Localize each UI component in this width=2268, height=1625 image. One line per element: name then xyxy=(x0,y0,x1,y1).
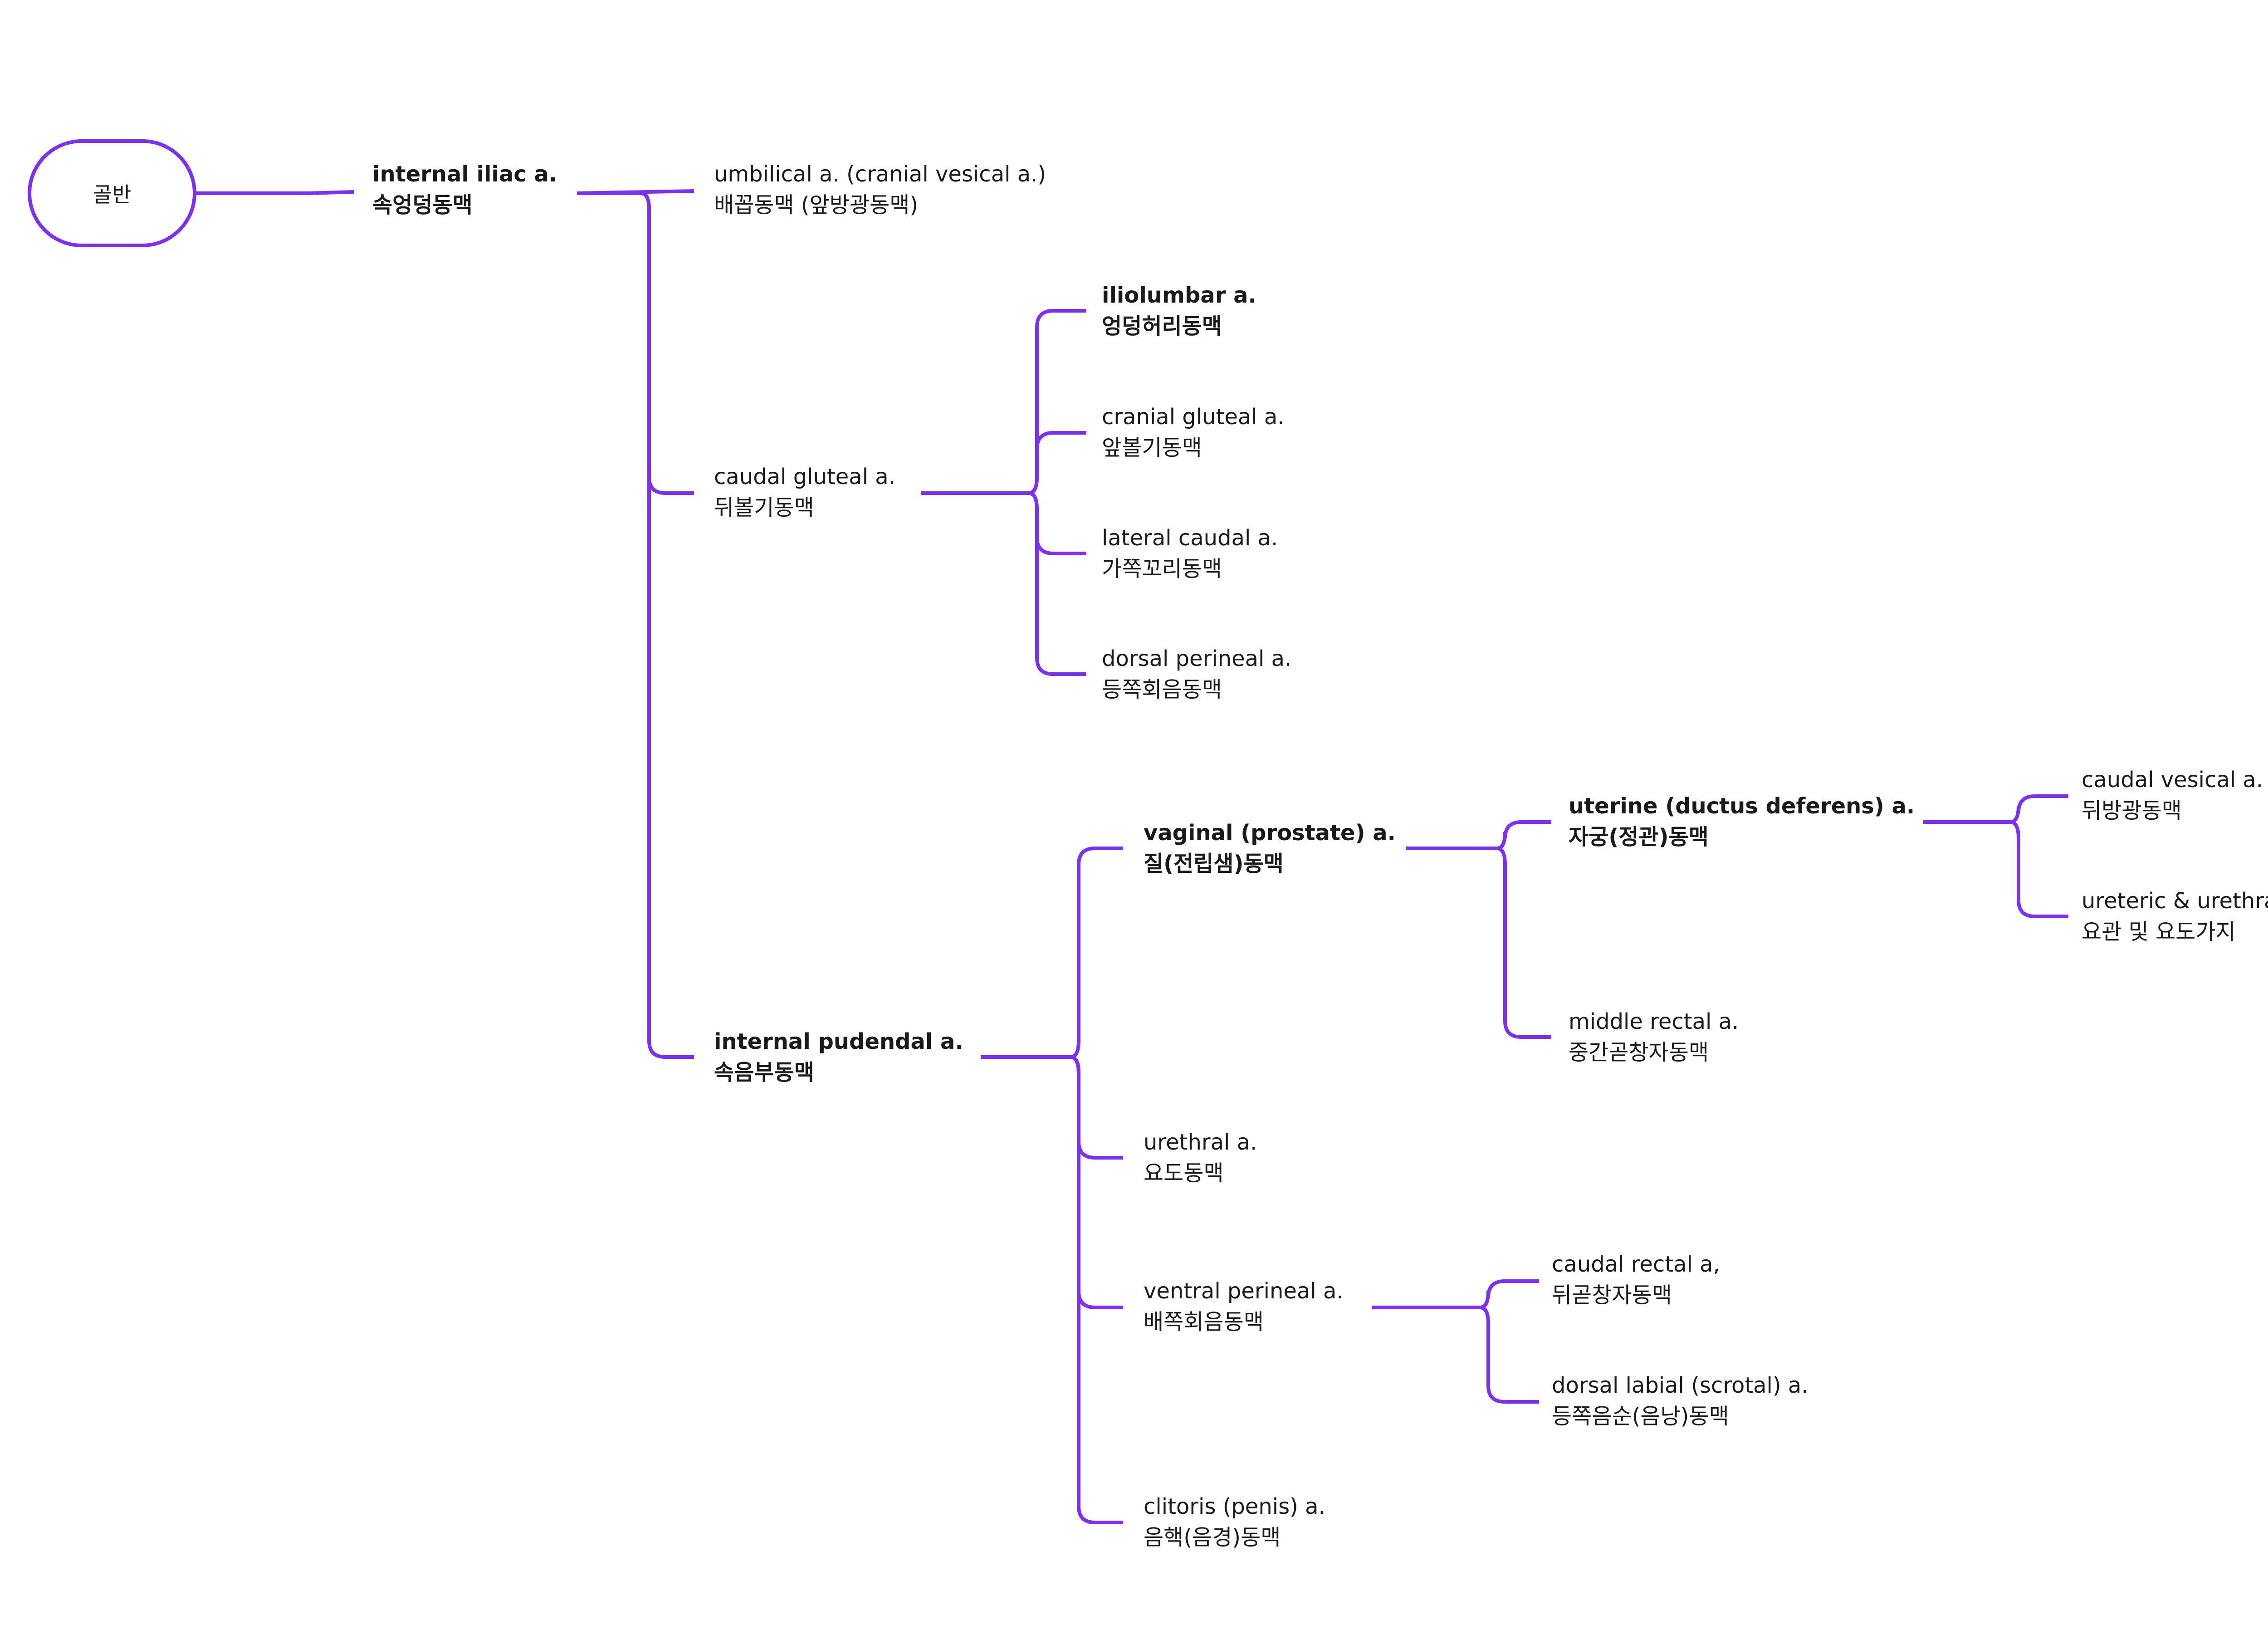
node-caudal-vesical[interactable]: caudal vesical a. 뒤방광동맥 xyxy=(2082,764,2263,826)
node-label-en: uterine (ductus deferens) a. xyxy=(1569,793,1915,819)
connector-caudal-gluteal-to-dorsal-perineal xyxy=(921,491,1086,676)
node-label-en: internal iliac a. xyxy=(372,162,557,187)
node-label-en: cranial gluteal a. xyxy=(1102,404,1285,430)
node-label-en: umbilical a. (cranial vesical a.) xyxy=(714,162,1046,187)
node-dorsal-labial[interactable]: dorsal labial (scrotal) a. 등쪽음순(음낭)동맥 xyxy=(1552,1370,1809,1432)
connector-internal-pudendal-to-vaginal xyxy=(981,847,1123,1059)
node-label-en: ventral perineal a. xyxy=(1144,1278,1344,1304)
node-label-en: vaginal (prostate) a. xyxy=(1144,820,1396,846)
node-ventral-perineal[interactable]: ventral perineal a. 배쪽회음동맥 xyxy=(1144,1276,1344,1337)
node-label-ko: 뒤곧창자동맥 xyxy=(1552,1282,1672,1308)
node-label-ko: 요도동맥 xyxy=(1144,1160,1224,1186)
connector-vaginal-to-middle-rectal xyxy=(1406,847,1551,1039)
connector-caudal-gluteal-to-lateral-caudal xyxy=(921,491,1086,555)
node-caudal-gluteal[interactable]: caudal gluteal a. 뒤볼기동맥 xyxy=(714,461,895,523)
root-label: 골반 xyxy=(93,182,132,207)
node-internal-pudendal[interactable]: internal pudendal a. 속음부동맥 xyxy=(714,1026,963,1088)
node-label-en: caudal vesical a. xyxy=(2082,767,2263,793)
node-uterine[interactable]: uterine (ductus deferens) a. 자궁(정관)동맥 xyxy=(1569,791,1915,852)
node-label-ko: 속엉덩동맥 xyxy=(372,192,473,218)
node-vaginal[interactable]: vaginal (prostate) a. 질(전립샘)동맥 xyxy=(1144,817,1396,879)
node-label-en: middle rectal a. xyxy=(1569,1009,1739,1034)
node-caudal-rectal[interactable]: caudal rectal a, 뒤곧창자동맥 xyxy=(1552,1249,1720,1311)
connector-caudal-gluteal-to-cranial-gluteal xyxy=(921,431,1086,495)
node-label-ko: 배꼽동맥 (앞방광동맥) xyxy=(714,192,919,218)
node-cranial-gluteal[interactable]: cranial gluteal a. 앞볼기동맥 xyxy=(1102,401,1285,463)
node-ureteric-urethral[interactable]: ureteric & urethral br. 요관 및 요도가지 xyxy=(2082,886,2268,947)
connector-internal-pudendal-to-ventral-perineal xyxy=(981,1055,1123,1309)
node-iliolumbar[interactable]: iliolumbar a. 엉덩허리동맥 xyxy=(1102,280,1256,342)
node-label-en: iliolumbar a. xyxy=(1102,283,1256,308)
node-label-ko: 가쪽꼬리동맥 xyxy=(1102,556,1222,582)
node-dorsal-perineal[interactable]: dorsal perineal a. 등쪽회음동맥 xyxy=(1102,643,1291,705)
node-middle-rectal[interactable]: middle rectal a. 중간곧창자동맥 xyxy=(1569,1006,1739,1068)
node-label-ko: 질(전립샘)동맥 xyxy=(1144,851,1284,876)
connector-uterine-to-caudal-vesical xyxy=(1923,794,2068,824)
node-lateral-caudal[interactable]: lateral caudal a. 가쪽꼬리동맥 xyxy=(1102,523,1278,584)
node-label-ko: 엉덩허리동맥 xyxy=(1102,313,1222,339)
connector-ventral-perineal-to-dorsal-labial xyxy=(1372,1306,1539,1404)
node-label-ko: 배쪽회음동맥 xyxy=(1144,1309,1264,1335)
node-label-en: caudal rectal a, xyxy=(1552,1252,1720,1277)
node-label-ko: 중간곧창자동맥 xyxy=(1569,1040,1709,1065)
node-label-en: dorsal labial (scrotal) a. xyxy=(1552,1373,1809,1398)
node-label-en: caudal gluteal a. xyxy=(714,464,895,489)
node-label-ko: 자궁(정관)동맥 xyxy=(1569,824,1709,850)
node-urethral[interactable]: urethral a. 요도동맥 xyxy=(1144,1127,1257,1189)
node-clitoris[interactable]: clitoris (penis) a. 음핵(음경)동맥 xyxy=(1144,1491,1325,1553)
node-label-en: ureteric & urethral br. xyxy=(2082,888,2268,914)
node-label-ko: 등쪽음순(음낭)동맥 xyxy=(1552,1404,1729,1429)
node-label-ko: 음핵(음경)동맥 xyxy=(1144,1525,1281,1550)
connector-internal-pudendal-to-clitoris xyxy=(981,1055,1123,1524)
connector-internal-pudendal-to-urethral xyxy=(981,1055,1123,1160)
node-label-ko: 등쪽회음동맥 xyxy=(1102,677,1222,702)
root-node-pelvis[interactable]: 골반 xyxy=(28,139,196,247)
node-internal-iliac[interactable]: internal iliac a. 속엉덩동맥 xyxy=(372,159,557,220)
node-label-ko: 앞볼기동맥 xyxy=(1102,435,1202,460)
node-label-en: urethral a. xyxy=(1144,1130,1257,1155)
node-label-en: internal pudendal a. xyxy=(714,1029,963,1054)
node-label-ko: 요관 및 요도가지 xyxy=(2082,919,2236,945)
connector-vaginal-to-uterine xyxy=(1406,820,1551,850)
node-label-ko: 뒤볼기동맥 xyxy=(714,495,814,520)
node-label-ko: 뒤방광동맥 xyxy=(2082,798,2182,823)
node-label-en: dorsal perineal a. xyxy=(1102,646,1292,671)
connector-caudal-gluteal-to-iliolumbar xyxy=(921,309,1086,495)
node-label-en: clitoris (penis) a. xyxy=(1144,1494,1325,1519)
connector-uterine-to-ureteric-urethral xyxy=(1923,820,2068,918)
connector-internal-iliac-to-caudal-gluteal xyxy=(577,191,694,495)
node-label-ko: 속음부동맥 xyxy=(714,1060,814,1085)
connector-root-to-internal-iliac xyxy=(196,190,354,195)
node-label-en: lateral caudal a. xyxy=(1102,525,1278,551)
connector-ventral-perineal-to-caudal-rectal xyxy=(1372,1279,1539,1309)
connector-internal-iliac-to-internal-pudendal xyxy=(577,191,694,1059)
node-umbilical[interactable]: umbilical a. (cranial vesical a.) 배꼽동맥 (… xyxy=(714,159,1046,220)
